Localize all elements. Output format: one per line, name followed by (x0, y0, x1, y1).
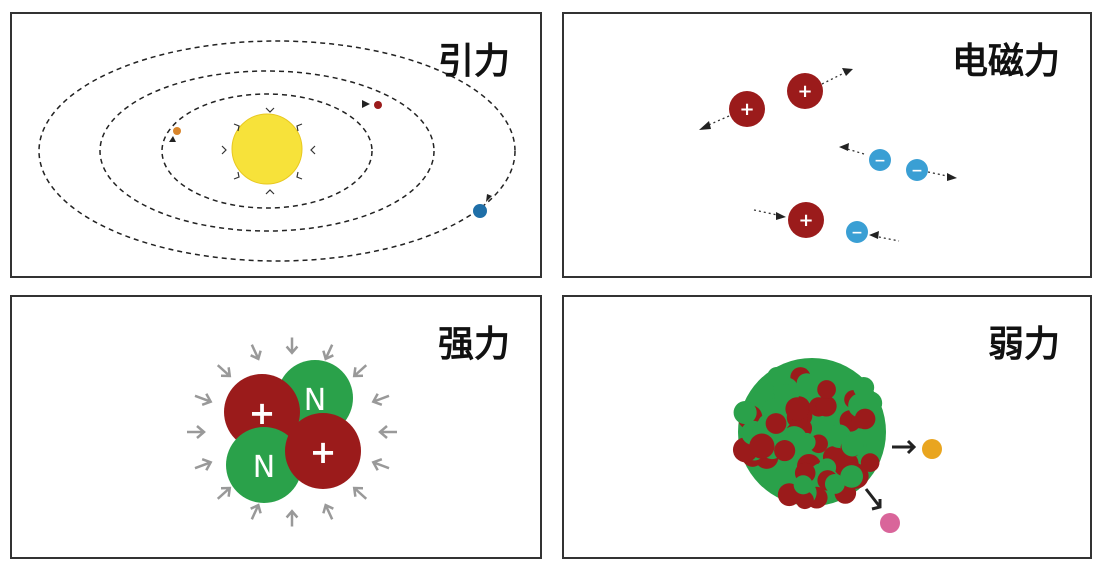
proton-blob (815, 395, 837, 417)
proton-2: + (787, 73, 823, 109)
gravity-arrows (221, 107, 316, 195)
proton-blob (765, 413, 787, 434)
svg-text:N: N (253, 450, 275, 485)
inward-arrow (352, 486, 368, 500)
inward-arrow (352, 364, 368, 378)
neutron-blob (733, 400, 757, 425)
strong-title: 强力 (437, 324, 510, 365)
em-diagram: + + − − + − (699, 68, 957, 243)
svg-text:−: − (911, 163, 923, 179)
svg-text:+: + (249, 394, 276, 432)
decay-diagram (732, 358, 942, 533)
neutron-blob (796, 373, 817, 394)
svg-text:N: N (304, 383, 326, 418)
proton-blob (854, 408, 876, 430)
weak-title: 弱力 (987, 324, 1060, 365)
inward-arrow (285, 337, 299, 355)
inward-arrow (322, 503, 334, 520)
proton-blob (774, 440, 796, 462)
proton-blob (817, 380, 836, 399)
electron-3: − (846, 221, 868, 243)
gravity-panel: 引力 (10, 12, 542, 278)
gravity-title: 引力 (437, 41, 510, 82)
neutron-blob (824, 474, 845, 494)
nucleon-blobs (732, 366, 883, 510)
inward-arrow (194, 393, 213, 406)
orbit-middle (99, 70, 435, 232)
planet-red (374, 101, 382, 109)
electron-2: − (906, 159, 928, 181)
proton-blob (860, 453, 880, 472)
neutron-blob (853, 377, 875, 399)
emitted-particle-orange (922, 439, 942, 459)
arrow-down-icon (864, 488, 882, 511)
inward-arrow (371, 458, 390, 471)
planet-blue (473, 204, 487, 218)
svg-text:−: − (874, 153, 886, 169)
arrow-right-icon (892, 439, 917, 455)
inward-arrow (194, 458, 213, 471)
inward-arrow (187, 425, 206, 439)
strong-panel: 强力 N + N + (10, 295, 542, 559)
proton-1: + (224, 374, 300, 450)
nucleus-diagram: N + N + (187, 337, 397, 527)
orbit-arrowheads (169, 100, 492, 202)
inward-arrows (187, 337, 397, 527)
inward-arrow (378, 425, 397, 439)
electromagnetic-title: 电磁力 (951, 41, 1060, 82)
svg-text:+: + (310, 433, 337, 471)
inward-arrow (250, 344, 262, 361)
neutron-blob (793, 475, 813, 495)
svg-text:+: + (797, 81, 812, 102)
neutron-2: N (226, 427, 302, 503)
neutron-blob (762, 398, 782, 418)
svg-text:+: + (798, 210, 813, 231)
proton-3: + (788, 202, 824, 238)
proton-2: + (285, 413, 361, 489)
svg-text:+: + (739, 99, 754, 120)
sun (231, 113, 303, 185)
electromagnetic-panel: 电磁力 + + − − + − (562, 12, 1092, 278)
neutron-blob (840, 465, 864, 488)
inward-arrow (285, 509, 299, 527)
inward-arrow (371, 393, 390, 406)
inward-arrow (250, 503, 262, 520)
inward-arrow (216, 486, 232, 500)
proton-blob (749, 433, 775, 459)
orbit-outer (38, 40, 516, 262)
proton-1: + (729, 91, 765, 127)
electron-1: − (869, 149, 891, 171)
neutron-blob (797, 432, 816, 452)
svg-text:−: − (851, 225, 863, 241)
orbit-inner (161, 93, 373, 209)
proton-blob (785, 397, 809, 421)
emitted-particle-pink (880, 513, 900, 533)
solar-system-diagram (38, 40, 516, 262)
planet-orange (173, 127, 181, 135)
inward-arrow (216, 364, 232, 378)
inward-arrow (322, 344, 334, 361)
weak-panel: 弱力 (562, 295, 1092, 559)
neutron-blob (841, 434, 864, 457)
